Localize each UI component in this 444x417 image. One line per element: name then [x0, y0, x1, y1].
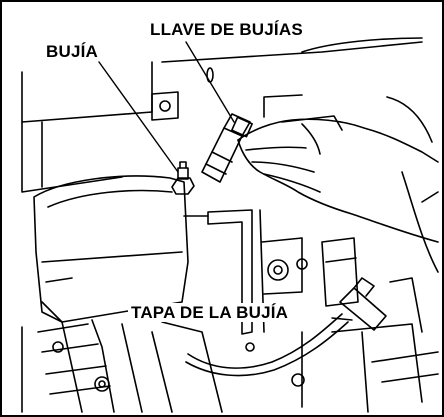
callout-leaders: [98, 41, 353, 321]
spark-plug-cap-label: TAPA DE LA BUJÍA: [128, 303, 292, 322]
lower-frame: [151, 321, 439, 413]
spark-plug: [171, 161, 195, 195]
hand: [237, 118, 439, 243]
engine-housing: [21, 37, 439, 273]
spark-plug-label: BUJÍA: [46, 42, 99, 61]
engine-block: [21, 175, 189, 413]
spark-plug-cap: [185, 277, 387, 377]
spark-plug-wrench: [201, 113, 253, 183]
spark-plug-wrench-label: LLAVE DE BUJÍAS: [150, 20, 303, 39]
